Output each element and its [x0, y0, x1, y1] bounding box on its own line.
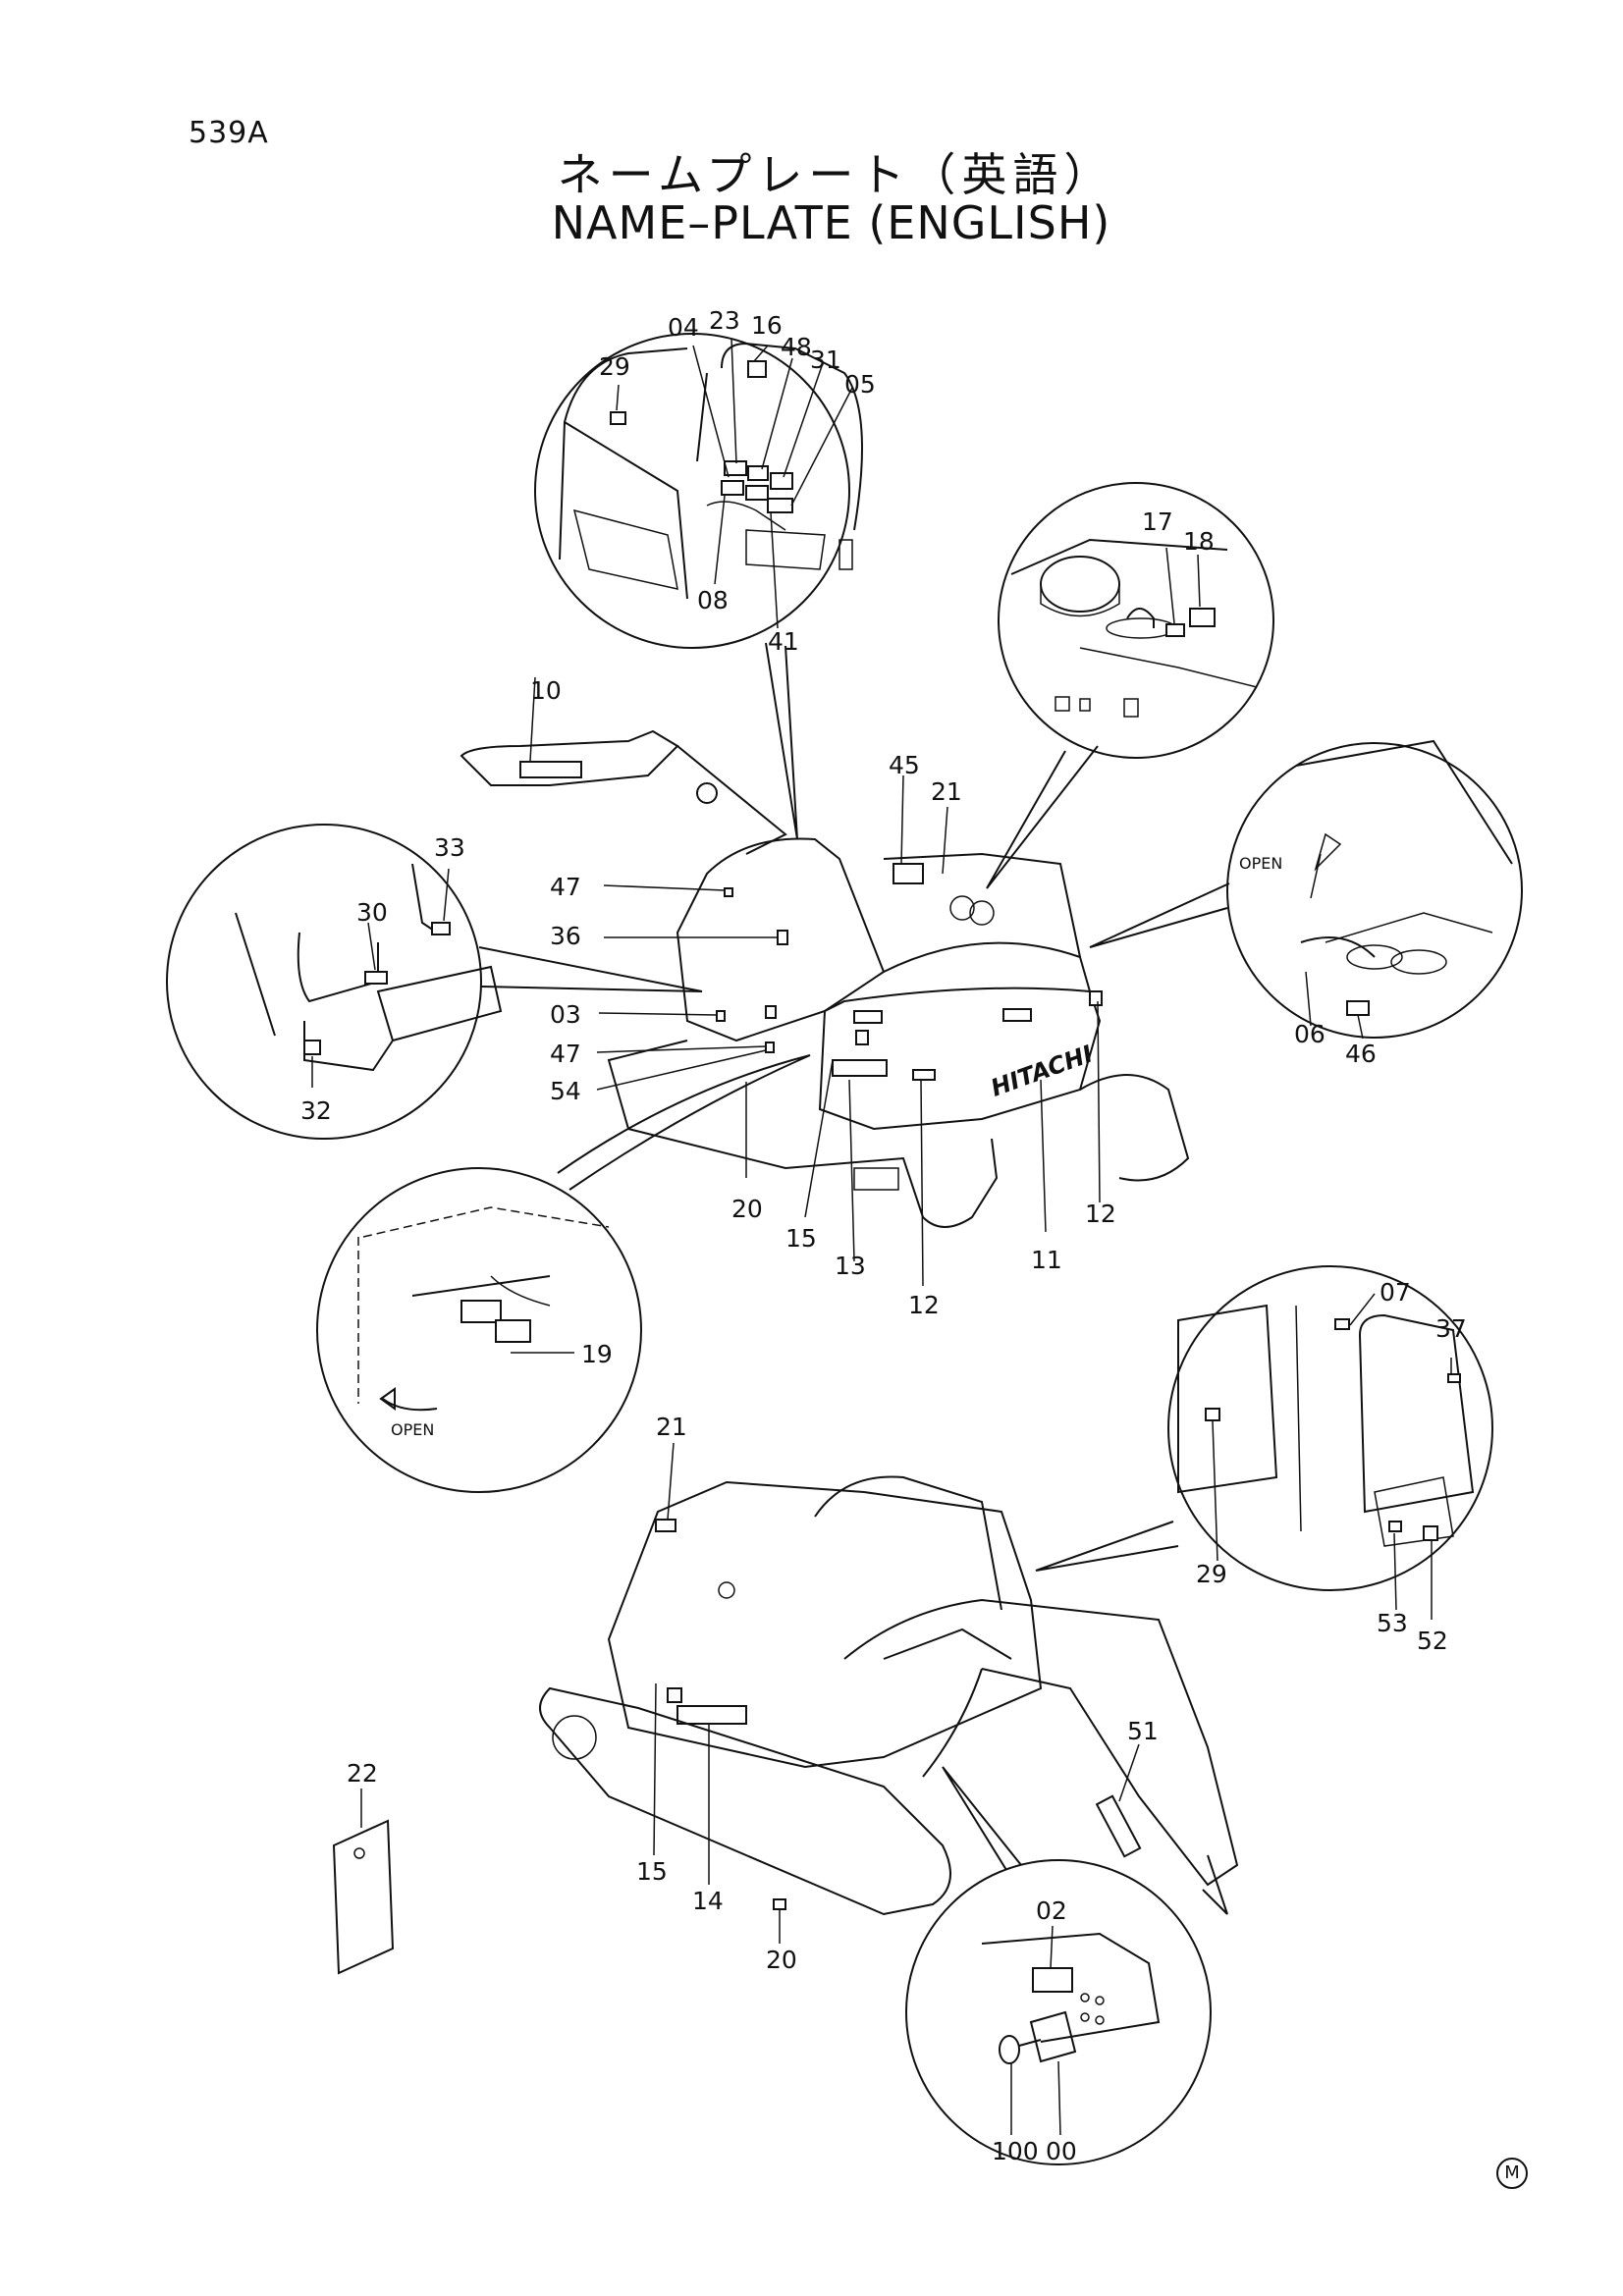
callout-47-upper: 47: [550, 873, 581, 901]
callout-53: 53: [1377, 1609, 1408, 1637]
tag-plate: [332, 1789, 395, 1975]
detail-left-console: [166, 824, 703, 1140]
callout-23: 23: [709, 306, 740, 335]
callout-30: 30: [356, 898, 388, 927]
callout-33: 33: [434, 833, 465, 862]
callout-46: 46: [1345, 1040, 1377, 1068]
callout-15-top: 15: [785, 1224, 817, 1253]
callout-20-bottom: 20: [766, 1946, 797, 1974]
callout-32: 32: [300, 1096, 332, 1125]
callout-03: 03: [550, 1000, 581, 1029]
callout-52: 52: [1417, 1627, 1448, 1655]
callout-06: 06: [1294, 1020, 1325, 1048]
callout-12-upper: 12: [1085, 1200, 1116, 1228]
callout-54: 54: [550, 1077, 581, 1105]
callout-29-cab: 29: [599, 352, 630, 381]
detail-cab-doors: [1035, 1265, 1493, 1620]
title-english: NAME–PLATE (ENGLISH): [551, 196, 1111, 249]
callout-05: 05: [844, 370, 876, 399]
open-label-engine: OPEN: [1239, 854, 1282, 873]
callout-20-top: 20: [731, 1195, 763, 1223]
detail-engine-compartment: [1089, 739, 1523, 1040]
callout-15-bottom: 15: [636, 1857, 668, 1886]
callout-37: 37: [1435, 1314, 1467, 1343]
callout-labels: 04 23 16 48 31 05 29 08 41 17 18 10 45 2…: [300, 306, 1467, 2165]
callout-100: 100: [992, 2137, 1039, 2165]
callout-45: 45: [889, 751, 920, 779]
callout-41: 41: [768, 627, 799, 656]
corner-mark: M: [1496, 2158, 1528, 2189]
callout-04: 04: [668, 313, 699, 342]
callout-14: 14: [692, 1887, 724, 1915]
callout-47-lower: 47: [550, 1040, 581, 1068]
callout-29-door: 29: [1196, 1560, 1227, 1588]
callout-16: 16: [751, 311, 783, 340]
detail-fuse-box: [316, 1054, 811, 1493]
callout-21-bottom: 21: [656, 1413, 687, 1441]
callout-18: 18: [1183, 527, 1215, 556]
detail-engine-top: [986, 482, 1274, 889]
excavator-rear-view: [539, 1442, 1239, 1944]
callout-11: 11: [1031, 1246, 1062, 1274]
callout-00: 00: [1046, 2137, 1077, 2165]
callout-17: 17: [1142, 507, 1173, 536]
callout-08: 08: [697, 586, 729, 614]
open-label-fuse: OPEN: [391, 1420, 434, 1439]
callout-13: 13: [835, 1252, 866, 1280]
callout-02: 02: [1036, 1896, 1067, 1925]
detail-serial-plate: [905, 1766, 1212, 2165]
callout-12-lower: 12: [908, 1291, 940, 1319]
callout-36: 36: [550, 922, 581, 950]
callout-48: 48: [781, 333, 812, 361]
callout-07: 07: [1380, 1278, 1411, 1307]
callout-10: 10: [530, 676, 562, 705]
callout-19: 19: [581, 1340, 613, 1368]
title-japanese: ネームプレート（英語）: [557, 148, 1115, 201]
callout-51: 51: [1127, 1717, 1159, 1745]
detail-cab-interior: [534, 333, 863, 840]
callout-31: 31: [810, 346, 841, 374]
callout-21-top: 21: [931, 777, 962, 806]
callout-22: 22: [347, 1759, 378, 1788]
page-number: 539A: [189, 116, 269, 150]
